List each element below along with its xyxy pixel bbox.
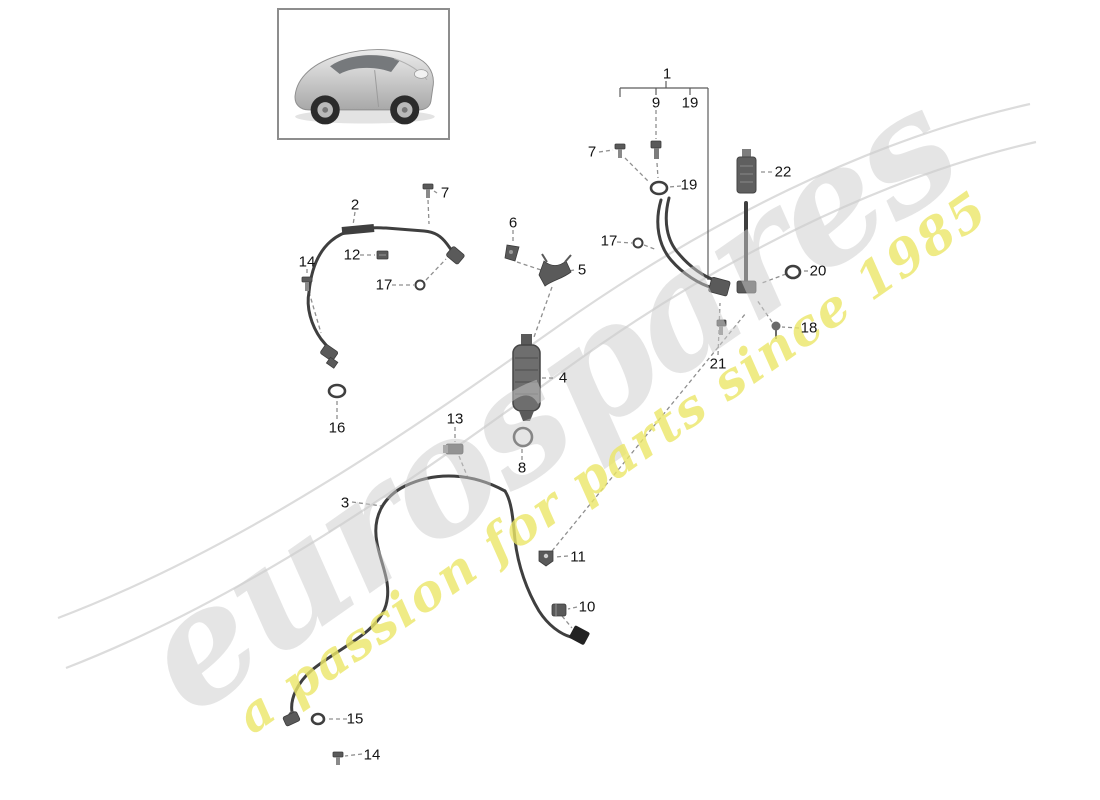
leader-lines (306, 110, 808, 757)
part-4-receiver-drier (512, 334, 541, 421)
part-1-hose (656, 196, 757, 297)
part-13-fitting (443, 443, 464, 455)
part-11-clamp (538, 550, 554, 567)
part-label-2[interactable]: 2 (350, 196, 360, 214)
vehicle-thumbnail-box (277, 8, 450, 140)
part-18-valve-core (771, 321, 781, 339)
part-label-4[interactable]: 4 (558, 369, 568, 387)
part-label-20[interactable]: 20 (809, 262, 827, 280)
part-21-bolt (716, 319, 727, 335)
part-7-screw-left (422, 183, 434, 198)
part-label-1[interactable]: 1 (662, 65, 672, 83)
part-label-13[interactable]: 13 (446, 410, 464, 428)
part-label-9[interactable]: 9 (651, 94, 661, 112)
part-label-22[interactable]: 22 (774, 163, 792, 181)
part-label-6[interactable]: 6 (508, 214, 518, 232)
part-5-bracket (538, 253, 572, 287)
part-label-15[interactable]: 15 (346, 710, 364, 728)
part-1-bracket (619, 81, 709, 280)
part-3-end-connector (569, 625, 590, 645)
part-label-12[interactable]: 12 (343, 246, 361, 264)
part-14-screw-top (301, 276, 313, 291)
part-label-16[interactable]: 16 (328, 419, 346, 437)
part-9-valve (650, 140, 662, 159)
part-22-connector (736, 149, 757, 194)
part-label-7[interactable]: 7 (587, 143, 597, 161)
part-label-3[interactable]: 3 (340, 494, 350, 512)
part-19-oring (649, 180, 669, 196)
part-label-19[interactable]: 19 (681, 94, 699, 112)
part-label-18[interactable]: 18 (800, 319, 818, 337)
part-20-oring (784, 264, 802, 280)
part-3-pipe (282, 474, 590, 727)
part-8-oring (512, 426, 534, 448)
part-label-21[interactable]: 21 (709, 355, 727, 373)
part-label-5[interactable]: 5 (577, 261, 587, 279)
part-7-screw-right (614, 143, 626, 158)
part-17-oring-right (632, 237, 644, 249)
part-2-pipe (306, 224, 465, 369)
part-label-14[interactable]: 14 (298, 253, 316, 271)
part-10-cap (551, 603, 567, 617)
car-icon (294, 49, 435, 125)
part-label-17[interactable]: 17 (375, 276, 393, 294)
part-16-washer (327, 383, 347, 399)
part-label-7[interactable]: 7 (440, 184, 450, 202)
part-label-10[interactable]: 10 (578, 598, 596, 616)
part-15-oring (310, 712, 326, 726)
part-label-17[interactable]: 17 (600, 232, 618, 250)
part-label-8[interactable]: 8 (517, 459, 527, 477)
part-14-screw-bottom (332, 751, 344, 765)
part-label-19[interactable]: 19 (680, 176, 698, 194)
part-12-nut (376, 250, 389, 260)
part-label-11[interactable]: 11 (570, 548, 586, 566)
part-6-bracket (504, 244, 520, 262)
part-label-14[interactable]: 14 (363, 746, 381, 764)
part-17-oring-left (414, 279, 426, 291)
swoosh-curves (57, 102, 1037, 670)
